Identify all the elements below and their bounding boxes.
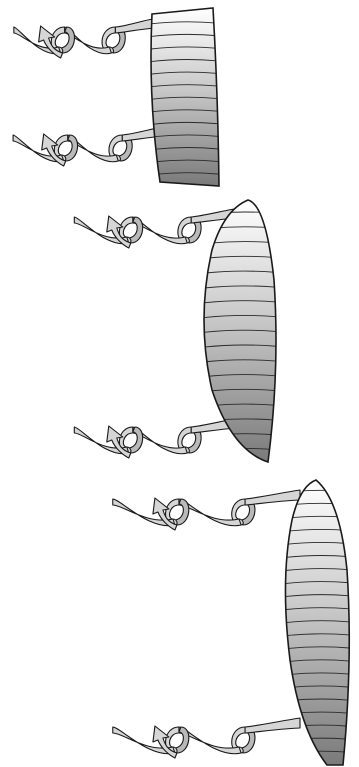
panel-3-top-vortex — [113, 490, 300, 530]
vortex-lead-ribbon — [245, 490, 300, 505]
panel-1 — [13, 8, 222, 186]
panel-2 — [74, 200, 282, 462]
panel-1-top-vortex — [14, 18, 158, 58]
panel-1-wing — [145, 8, 222, 186]
vortex-lead-ribbon — [245, 718, 300, 733]
panel-3-bottom-vortex — [113, 718, 300, 758]
panel-2-wing — [198, 200, 282, 462]
panel-1-bottom-vortex — [13, 126, 168, 166]
panel-3 — [113, 480, 356, 765]
panel-2-bottom-vortex — [74, 418, 240, 458]
